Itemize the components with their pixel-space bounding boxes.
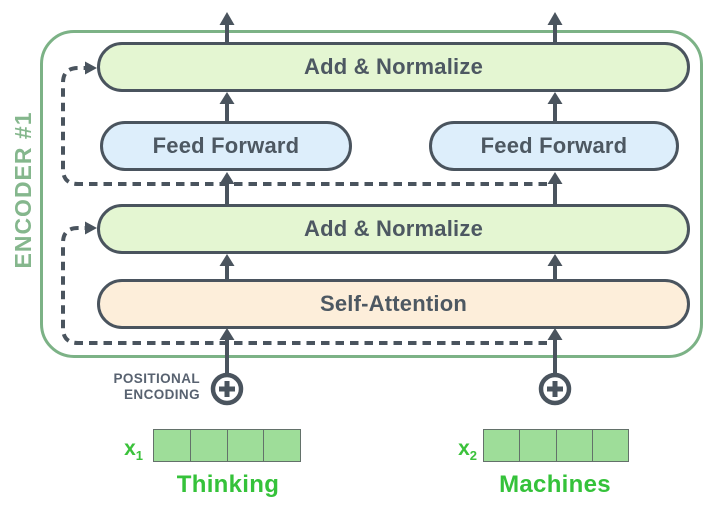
plus-circle-icon xyxy=(210,372,244,406)
vector-cell xyxy=(519,430,555,461)
feed-forward-left-box: Feed Forward xyxy=(100,121,352,171)
vector-cell xyxy=(154,430,190,461)
input-1-embedding-vector xyxy=(153,429,301,462)
vector-cell xyxy=(189,430,227,461)
positional-encoding-line1: POSITIONAL xyxy=(113,371,200,386)
add-normalize-top-box: Add & Normalize xyxy=(97,42,690,92)
vector-cell xyxy=(226,430,264,461)
input-2-word: Machines xyxy=(499,471,611,498)
input-1-subscript: 1 xyxy=(135,448,143,464)
input-2-symbol: x2 xyxy=(427,437,477,468)
vector-cell xyxy=(591,430,628,461)
encoder-outline xyxy=(40,30,703,358)
input-1-base: x xyxy=(124,437,136,460)
input-2-base: x xyxy=(458,437,470,460)
self-attention-box: Self-Attention xyxy=(97,279,690,329)
positional-encoding-line2: ENCODING xyxy=(124,387,200,402)
vector-cell xyxy=(555,430,592,461)
input-2-subscript: 2 xyxy=(469,448,477,464)
add-normalize-bottom-label: Add & Normalize xyxy=(303,216,484,241)
plus-circle-icon xyxy=(538,372,572,406)
vector-cell xyxy=(484,430,519,461)
input-1-symbol: x1 xyxy=(93,437,143,468)
encoder-title: ENCODER #1 xyxy=(10,111,36,269)
add-normalize-top-label: Add & Normalize xyxy=(303,54,484,79)
positional-encoding-label: POSITIONAL ENCODING xyxy=(80,371,200,403)
feed-forward-right-label: Feed Forward xyxy=(480,133,628,158)
add-normalize-bottom-box: Add & Normalize xyxy=(97,204,690,254)
input-1-word: Thinking xyxy=(176,471,280,498)
vector-cell xyxy=(263,430,300,461)
feed-forward-left-label: Feed Forward xyxy=(152,133,300,158)
self-attention-label: Self-Attention xyxy=(319,291,467,316)
input-2-embedding-vector xyxy=(483,429,629,462)
feed-forward-right-box: Feed Forward xyxy=(429,121,679,171)
